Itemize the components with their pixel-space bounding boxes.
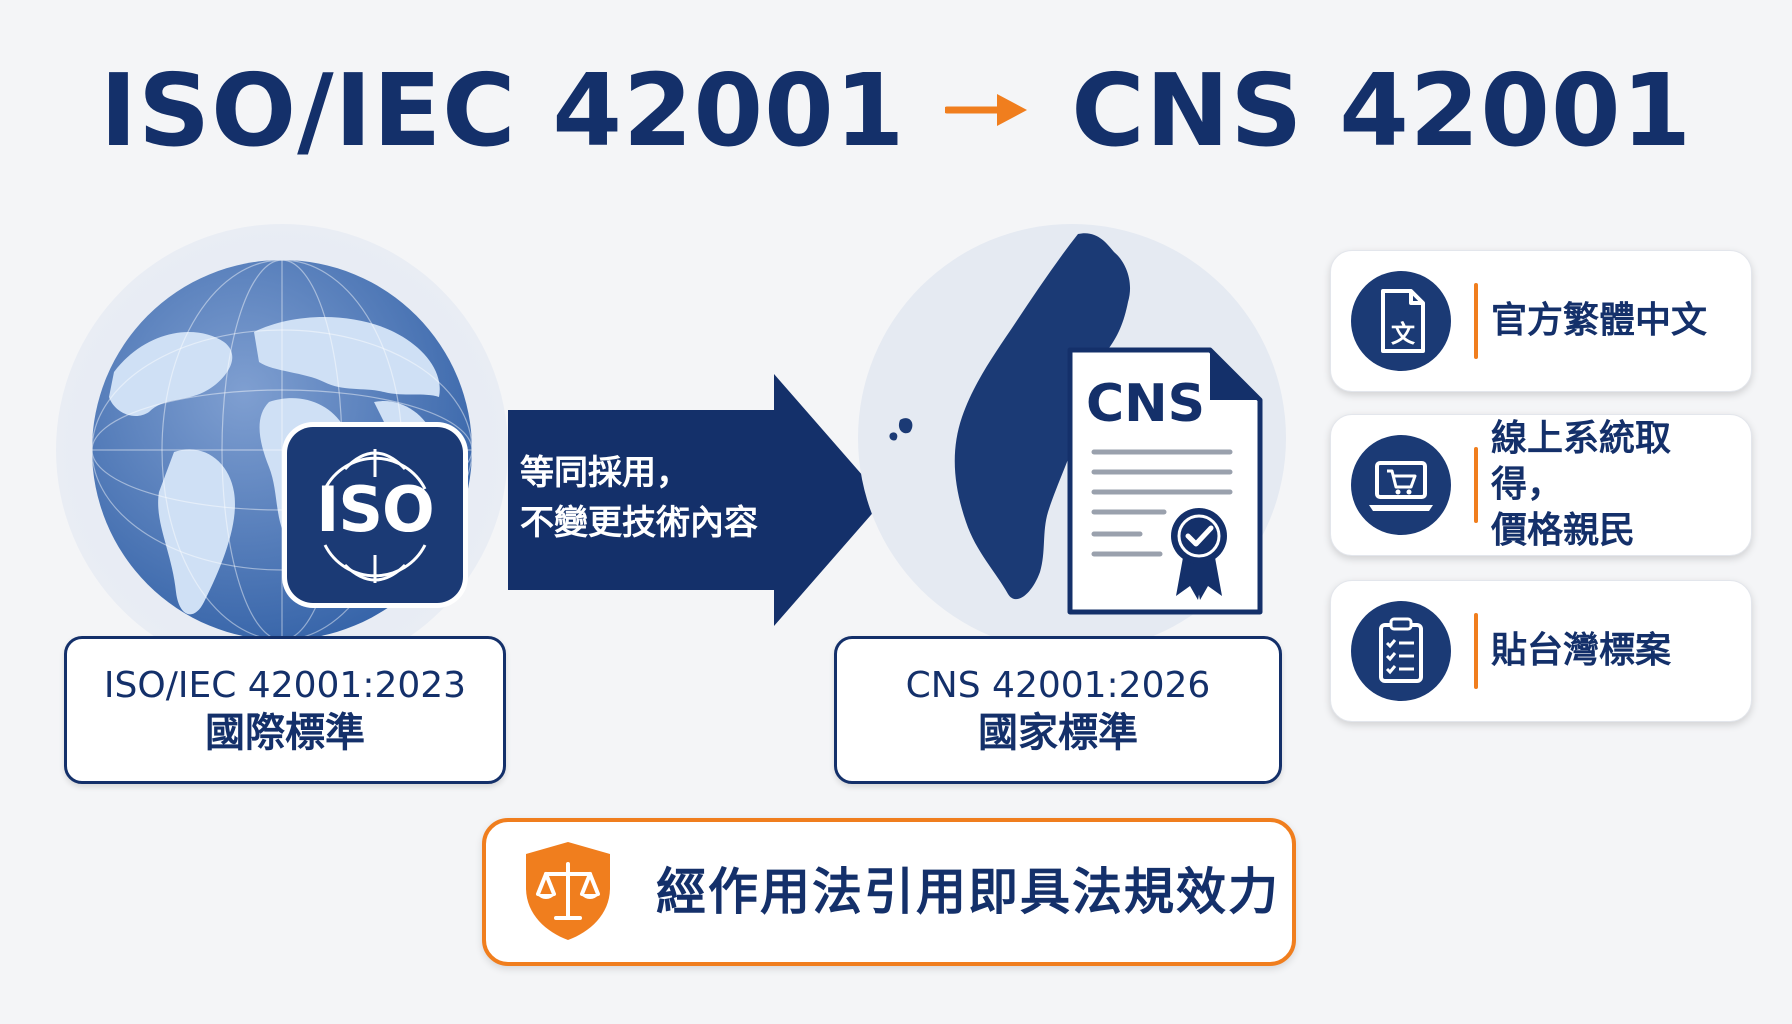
iso-logo-text: ISO	[316, 473, 434, 546]
feature-card-line-1: 貼台灣標案	[1491, 630, 1672, 671]
svg-text:文: 文	[1391, 320, 1416, 348]
shield-scales-icon	[526, 842, 610, 940]
adoption-arrow	[508, 374, 884, 626]
card-divider	[1474, 447, 1478, 523]
orange-arrow-icon	[945, 94, 1028, 126]
feature-card-text: 線上系統取得， 價格親民	[1491, 415, 1739, 555]
feature-card-line-1: 官方繁體中文	[1491, 300, 1708, 341]
card-divider	[1474, 613, 1478, 689]
title-cns: CNS 42001	[1071, 51, 1693, 169]
legal-effect-text: 經作用法引用即具法規效力	[656, 863, 1280, 921]
adoption-arrow-text: 等同採用， 不變更技術內容	[520, 448, 820, 548]
adoption-line-1: 等同採用，	[520, 453, 690, 493]
document-wen-icon: 文	[1351, 271, 1451, 371]
iso-logo: ISO	[287, 427, 463, 603]
cns-standard-code: CNS 42001:2026	[905, 664, 1211, 706]
iso-globe-lines-icon	[323, 449, 427, 583]
feature-card-online: 線上系統取得， 價格親民	[1330, 414, 1752, 556]
title-iso: ISO/IEC 42001	[99, 51, 906, 169]
iso-standard-code: ISO/IEC 42001:2023	[103, 664, 467, 706]
cns-document-icon	[1067, 347, 1263, 615]
cns-standard-label: CNS 42001:2026 國家標準	[834, 636, 1282, 784]
cns-document-text: CNS	[1086, 374, 1206, 434]
feature-card-line-1: 線上系統取得，	[1491, 418, 1672, 505]
card-divider	[1474, 283, 1478, 359]
laptop-cart-icon	[1351, 435, 1451, 535]
cns-standard-type: 國家標準	[978, 709, 1138, 756]
legal-effect-banner: 經作用法引用即具法規效力	[482, 818, 1296, 966]
feature-card-text: 貼台灣標案	[1491, 581, 1739, 721]
iso-standard-type: 國際標準	[205, 709, 365, 756]
page-title: ISO/IEC 42001 CNS 42001	[0, 40, 1792, 180]
clipboard-checklist-icon	[1351, 601, 1451, 701]
adoption-line-2: 不變更技術內容	[520, 503, 758, 543]
feature-card-text: 官方繁體中文	[1491, 251, 1739, 391]
feature-card-tender: 貼台灣標案	[1330, 580, 1752, 722]
iso-standard-label: ISO/IEC 42001:2023 國際標準	[64, 636, 506, 784]
feature-card-line-2: 價格親民	[1491, 510, 1636, 551]
feature-card-chinese: 文 官方繁體中文	[1330, 250, 1752, 392]
